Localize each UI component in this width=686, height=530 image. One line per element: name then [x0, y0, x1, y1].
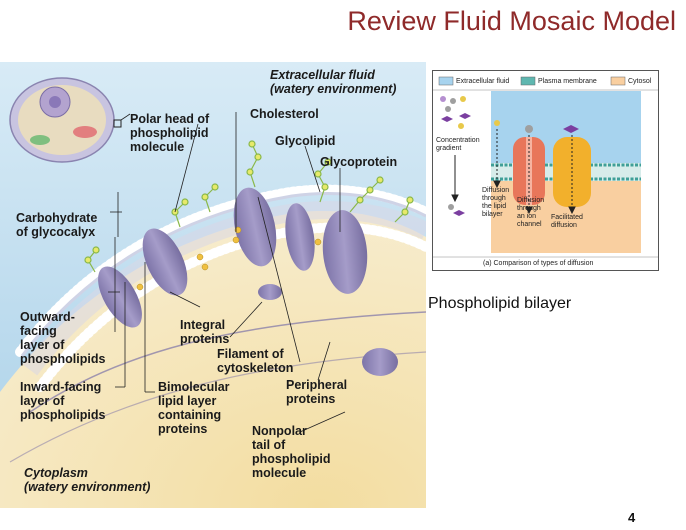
peripheral-line-1: Peripheral	[286, 378, 348, 392]
diffusion-lipid-line-2: through	[482, 195, 506, 202]
carbohydrate-label: Carbohydrate of glycocalyx	[16, 211, 97, 239]
integral-proteins	[98, 187, 368, 328]
bimolecular-line-1: Bimolecular	[158, 380, 230, 394]
peripheral-label: Peripheral proteins	[286, 378, 347, 406]
diffusion-ion-label: Diffusion through an ion channel	[517, 197, 544, 229]
nonpolar-line-2: tail of	[252, 438, 286, 452]
polar-head-line-1: Polar head of	[130, 112, 210, 126]
concentration-line-2: gradient	[436, 145, 462, 152]
glycocalyx-chains	[84, 140, 414, 273]
inward-label: Inward-facing layer of phospholipids	[20, 380, 105, 422]
nonpolar-line-4: molecule	[252, 466, 307, 480]
facilitated-label: Facilitated diffusion	[551, 214, 583, 230]
integral-line-2: proteins	[180, 332, 230, 346]
membrane-illustration	[0, 62, 431, 509]
leader-lines	[108, 112, 346, 433]
concentration-gradient-label: Concentration gradient	[436, 137, 480, 153]
cytoskeleton-filament	[29, 311, 427, 413]
filament-line-1: Filament of	[217, 347, 284, 361]
integral-proteins-label: Integral proteins	[180, 318, 229, 346]
cytoplasm-label-line-1: Cytoplasm	[24, 466, 88, 480]
diffusion-lipid-label: Diffusion through the lipid bilayer	[482, 187, 509, 219]
carbohydrate-line-2: of glycocalyx	[16, 225, 96, 239]
legend-plasma-swatch	[520, 76, 536, 86]
diffusion-lipid-line-4: bilayer	[482, 211, 503, 218]
outward-label: Outward- facing layer of phospholipids	[20, 310, 105, 366]
filament-line-2: cytoskeleton	[217, 361, 294, 375]
cholesterol-label: Cholesterol	[250, 107, 319, 121]
outward-line-1: Outward-	[20, 310, 75, 324]
outward-line-3: layer of	[20, 338, 65, 352]
bimolecular-line-2: lipid layer	[158, 394, 217, 408]
polar-head-line-2: phospholipid	[130, 126, 209, 140]
diffusion-lipid-line-3: the lipid	[482, 203, 507, 210]
polar-head-label: Polar head of phospholipid molecule	[130, 112, 209, 154]
extracellular-label: Extracellular fluid (watery environment)	[270, 68, 396, 96]
inset-footer: (a) Comparison of types of diffusion	[483, 260, 594, 267]
nonpolar-line-1: Nonpolar	[252, 424, 307, 438]
glycoprotein-label: Glycoprotein	[320, 155, 398, 169]
nonpolar-line-3: phospholipid	[252, 452, 331, 466]
cell-thumbnail	[9, 77, 131, 163]
bimolecular-label: Bimolecular lipid layer containing prote…	[158, 380, 230, 436]
peripheral-protein-2	[258, 284, 282, 300]
bimolecular-line-3: containing	[158, 408, 222, 422]
cytoplasm-label: Cytoplasm (watery environment)	[24, 466, 150, 494]
legend-extracellular-label: Extracellular fluid	[456, 78, 510, 85]
facilitated-line-1: Facilitated	[551, 214, 583, 221]
legend-extracellular-swatch	[438, 76, 454, 86]
facilitated-line-2: diffusion	[551, 222, 577, 229]
outward-line-2: facing	[20, 324, 57, 338]
cytoplasm-region	[0, 211, 426, 509]
legend-cytosol-swatch	[610, 76, 626, 86]
diffusion-illustration	[433, 76, 658, 258]
bimolecular-line-4: proteins	[158, 422, 208, 436]
cytoplasm-label-line-2: (watery environment)	[24, 480, 151, 494]
inward-line-1: Inward-facing	[20, 380, 102, 394]
outward-line-4: phospholipids	[20, 352, 106, 366]
polar-head-line-3: molecule	[130, 140, 185, 154]
diffusion-ion-line-2: through	[517, 205, 541, 212]
diffusion-arrows	[451, 129, 576, 215]
diffusion-ion-line-3: an ion	[517, 213, 537, 220]
slide-number: 4	[628, 510, 636, 525]
extracellular-label-line-2: (watery environment)	[270, 82, 397, 96]
legend-cytosol-label: Cytosol	[628, 78, 652, 85]
legend-plasma-label: Plasma membrane	[538, 78, 597, 85]
inward-line-3: phospholipids	[20, 408, 106, 422]
nonpolar-label: Nonpolar tail of phospholipid molecule	[252, 424, 330, 480]
peripheral-protein	[362, 348, 398, 376]
glycolipid-label: Glycolipid	[275, 134, 336, 148]
extracellular-label-line-1: Extracellular fluid	[270, 68, 375, 82]
bilayer-caption: Phospholipid bilayer	[428, 295, 572, 312]
fluid-mosaic-figure: Extracellular fluid (watery environment)…	[0, 62, 431, 509]
diffusion-inset: Extracellular fluid Plasma membrane Cyto…	[432, 70, 659, 271]
cytoskeleton-filament-2	[9, 351, 427, 463]
cholesterol-molecules	[136, 226, 322, 291]
diffusion-ion-line-1: Diffusion	[517, 197, 545, 204]
carbohydrate-line-1: Carbohydrate	[16, 211, 98, 225]
slide-title: Review Fluid Mosaic Model	[347, 6, 676, 36]
integral-line-1: Integral	[180, 318, 226, 332]
diffusion-lipid-line-1: Diffusion	[482, 187, 510, 194]
filament-label: Filament of cytoskeleton	[217, 347, 293, 375]
solute-molecules	[440, 96, 579, 216]
peripheral-line-2: proteins	[286, 392, 336, 406]
diffusion-ion-line-4: channel	[517, 221, 542, 228]
inward-line-2: layer of	[20, 394, 65, 408]
concentration-line-1: Concentration	[436, 137, 480, 144]
